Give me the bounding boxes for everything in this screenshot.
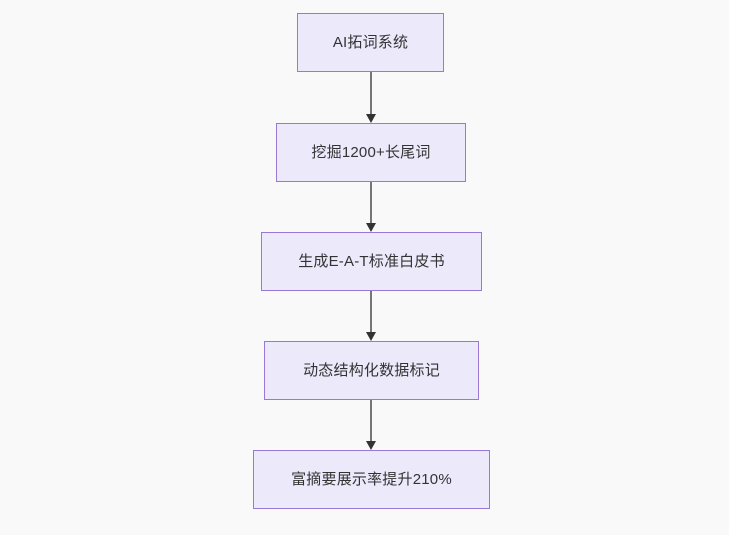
flow-node-label: 动态结构化数据标记 — [303, 361, 440, 379]
flow-edge-arrowhead-icon — [366, 114, 376, 123]
flow-node-dynamic-structured-data-markup[interactable]: 动态结构化数据标记 — [264, 341, 479, 400]
flow-node-generate-eat-whitepaper[interactable]: 生成E-A-T标准白皮书 — [261, 232, 482, 291]
flow-node-rich-snippet-impression-lift[interactable]: 富摘要展示率提升210% — [253, 450, 490, 509]
flow-node-mine-longtail-keywords[interactable]: 挖掘1200+长尾词 — [276, 123, 466, 182]
flow-edge-line — [370, 72, 372, 115]
flow-edge-arrowhead-icon — [366, 441, 376, 450]
flow-node-label: 挖掘1200+长尾词 — [311, 143, 431, 161]
flow-node-ai-keyword-system[interactable]: AI拓词系统 — [297, 13, 444, 72]
flow-node-label: 富摘要展示率提升210% — [291, 470, 452, 488]
flow-edge-line — [370, 400, 372, 442]
flow-node-label: AI拓词系统 — [332, 33, 409, 51]
flow-edge-arrowhead-icon — [366, 332, 376, 341]
flow-edge-arrowhead-icon — [366, 223, 376, 232]
flow-node-label: 生成E-A-T标准白皮书 — [298, 252, 445, 270]
flow-edge-line — [370, 291, 372, 333]
flow-edge-line — [370, 182, 372, 224]
